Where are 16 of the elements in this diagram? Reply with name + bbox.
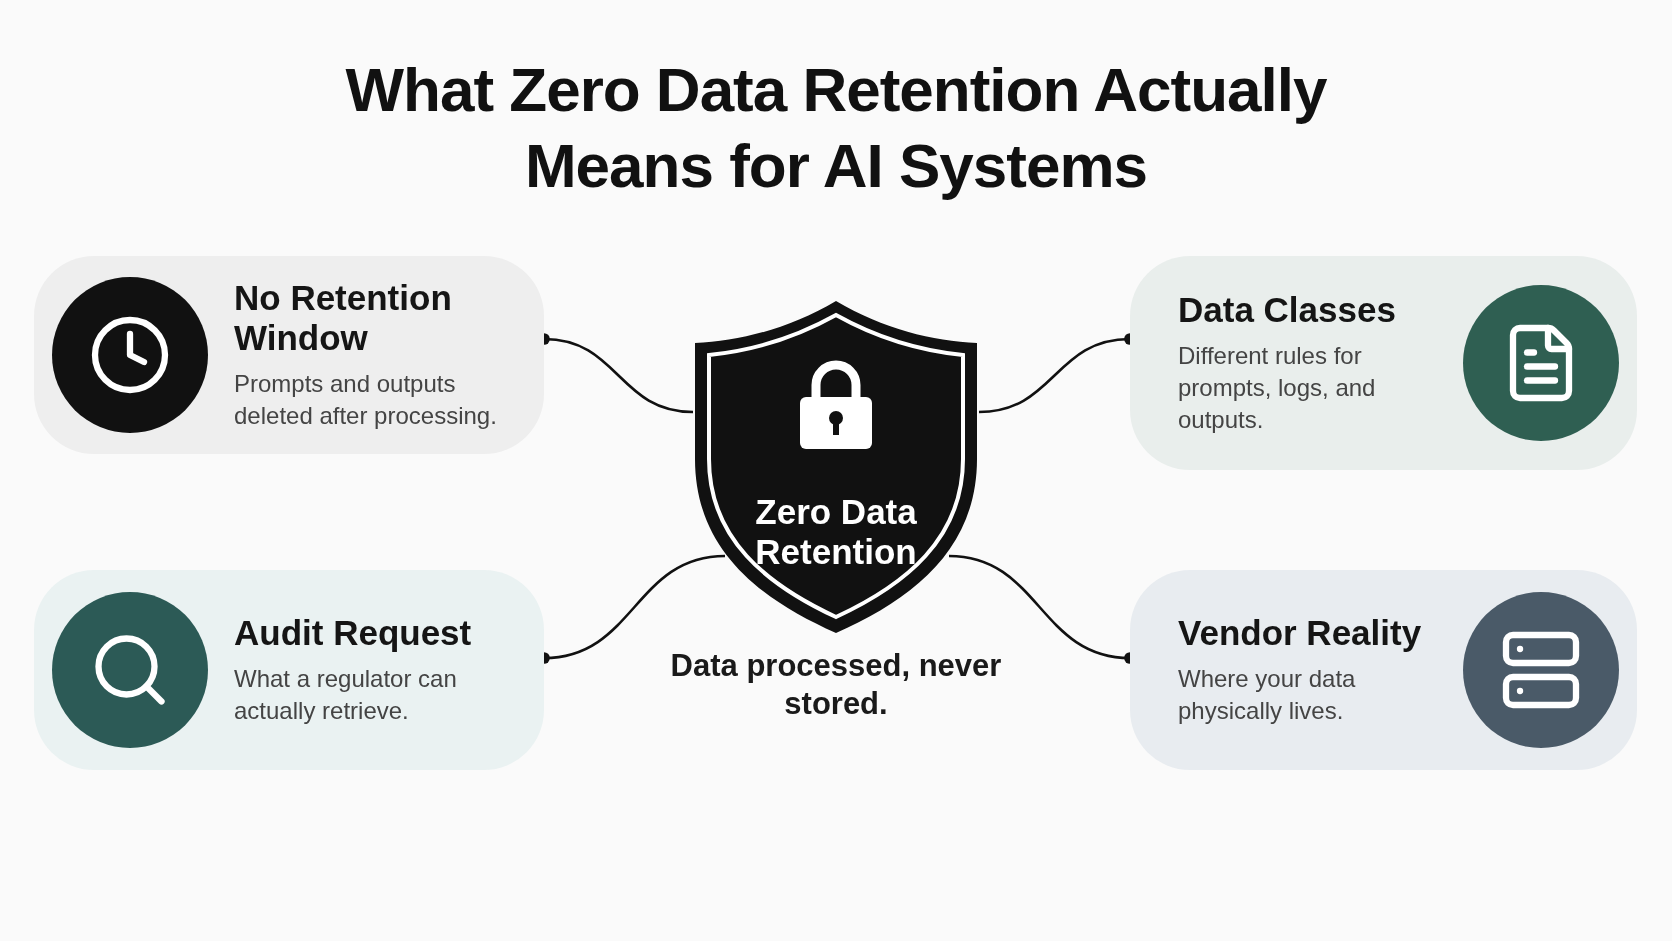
info-card (1130, 256, 1637, 470)
card-description: Different rules for prompts, logs, and outputs. (1178, 341, 1377, 435)
card-heading: No Retention Window (234, 278, 453, 358)
title: What Zero Data Retention Actually Means for AI Systems (344, 54, 1328, 202)
card-description: What a regulator can actually retrieve. (234, 664, 458, 726)
card-heading: Audit Request (234, 613, 473, 653)
card-description: Prompts and outputs deleted after processing. (234, 369, 498, 431)
info-card (34, 256, 544, 454)
shield (693, 299, 979, 635)
card-description: Where your data physically lives. (1178, 664, 1357, 726)
caption-text: Data processed, never stored. (669, 647, 1003, 723)
card-heading: Vendor Reality (1178, 613, 1423, 653)
info-card (34, 570, 544, 770)
info-card (1130, 570, 1637, 770)
shield-label: Zero Data Retention (754, 492, 918, 572)
card-heading: Data Classes (1178, 290, 1397, 330)
